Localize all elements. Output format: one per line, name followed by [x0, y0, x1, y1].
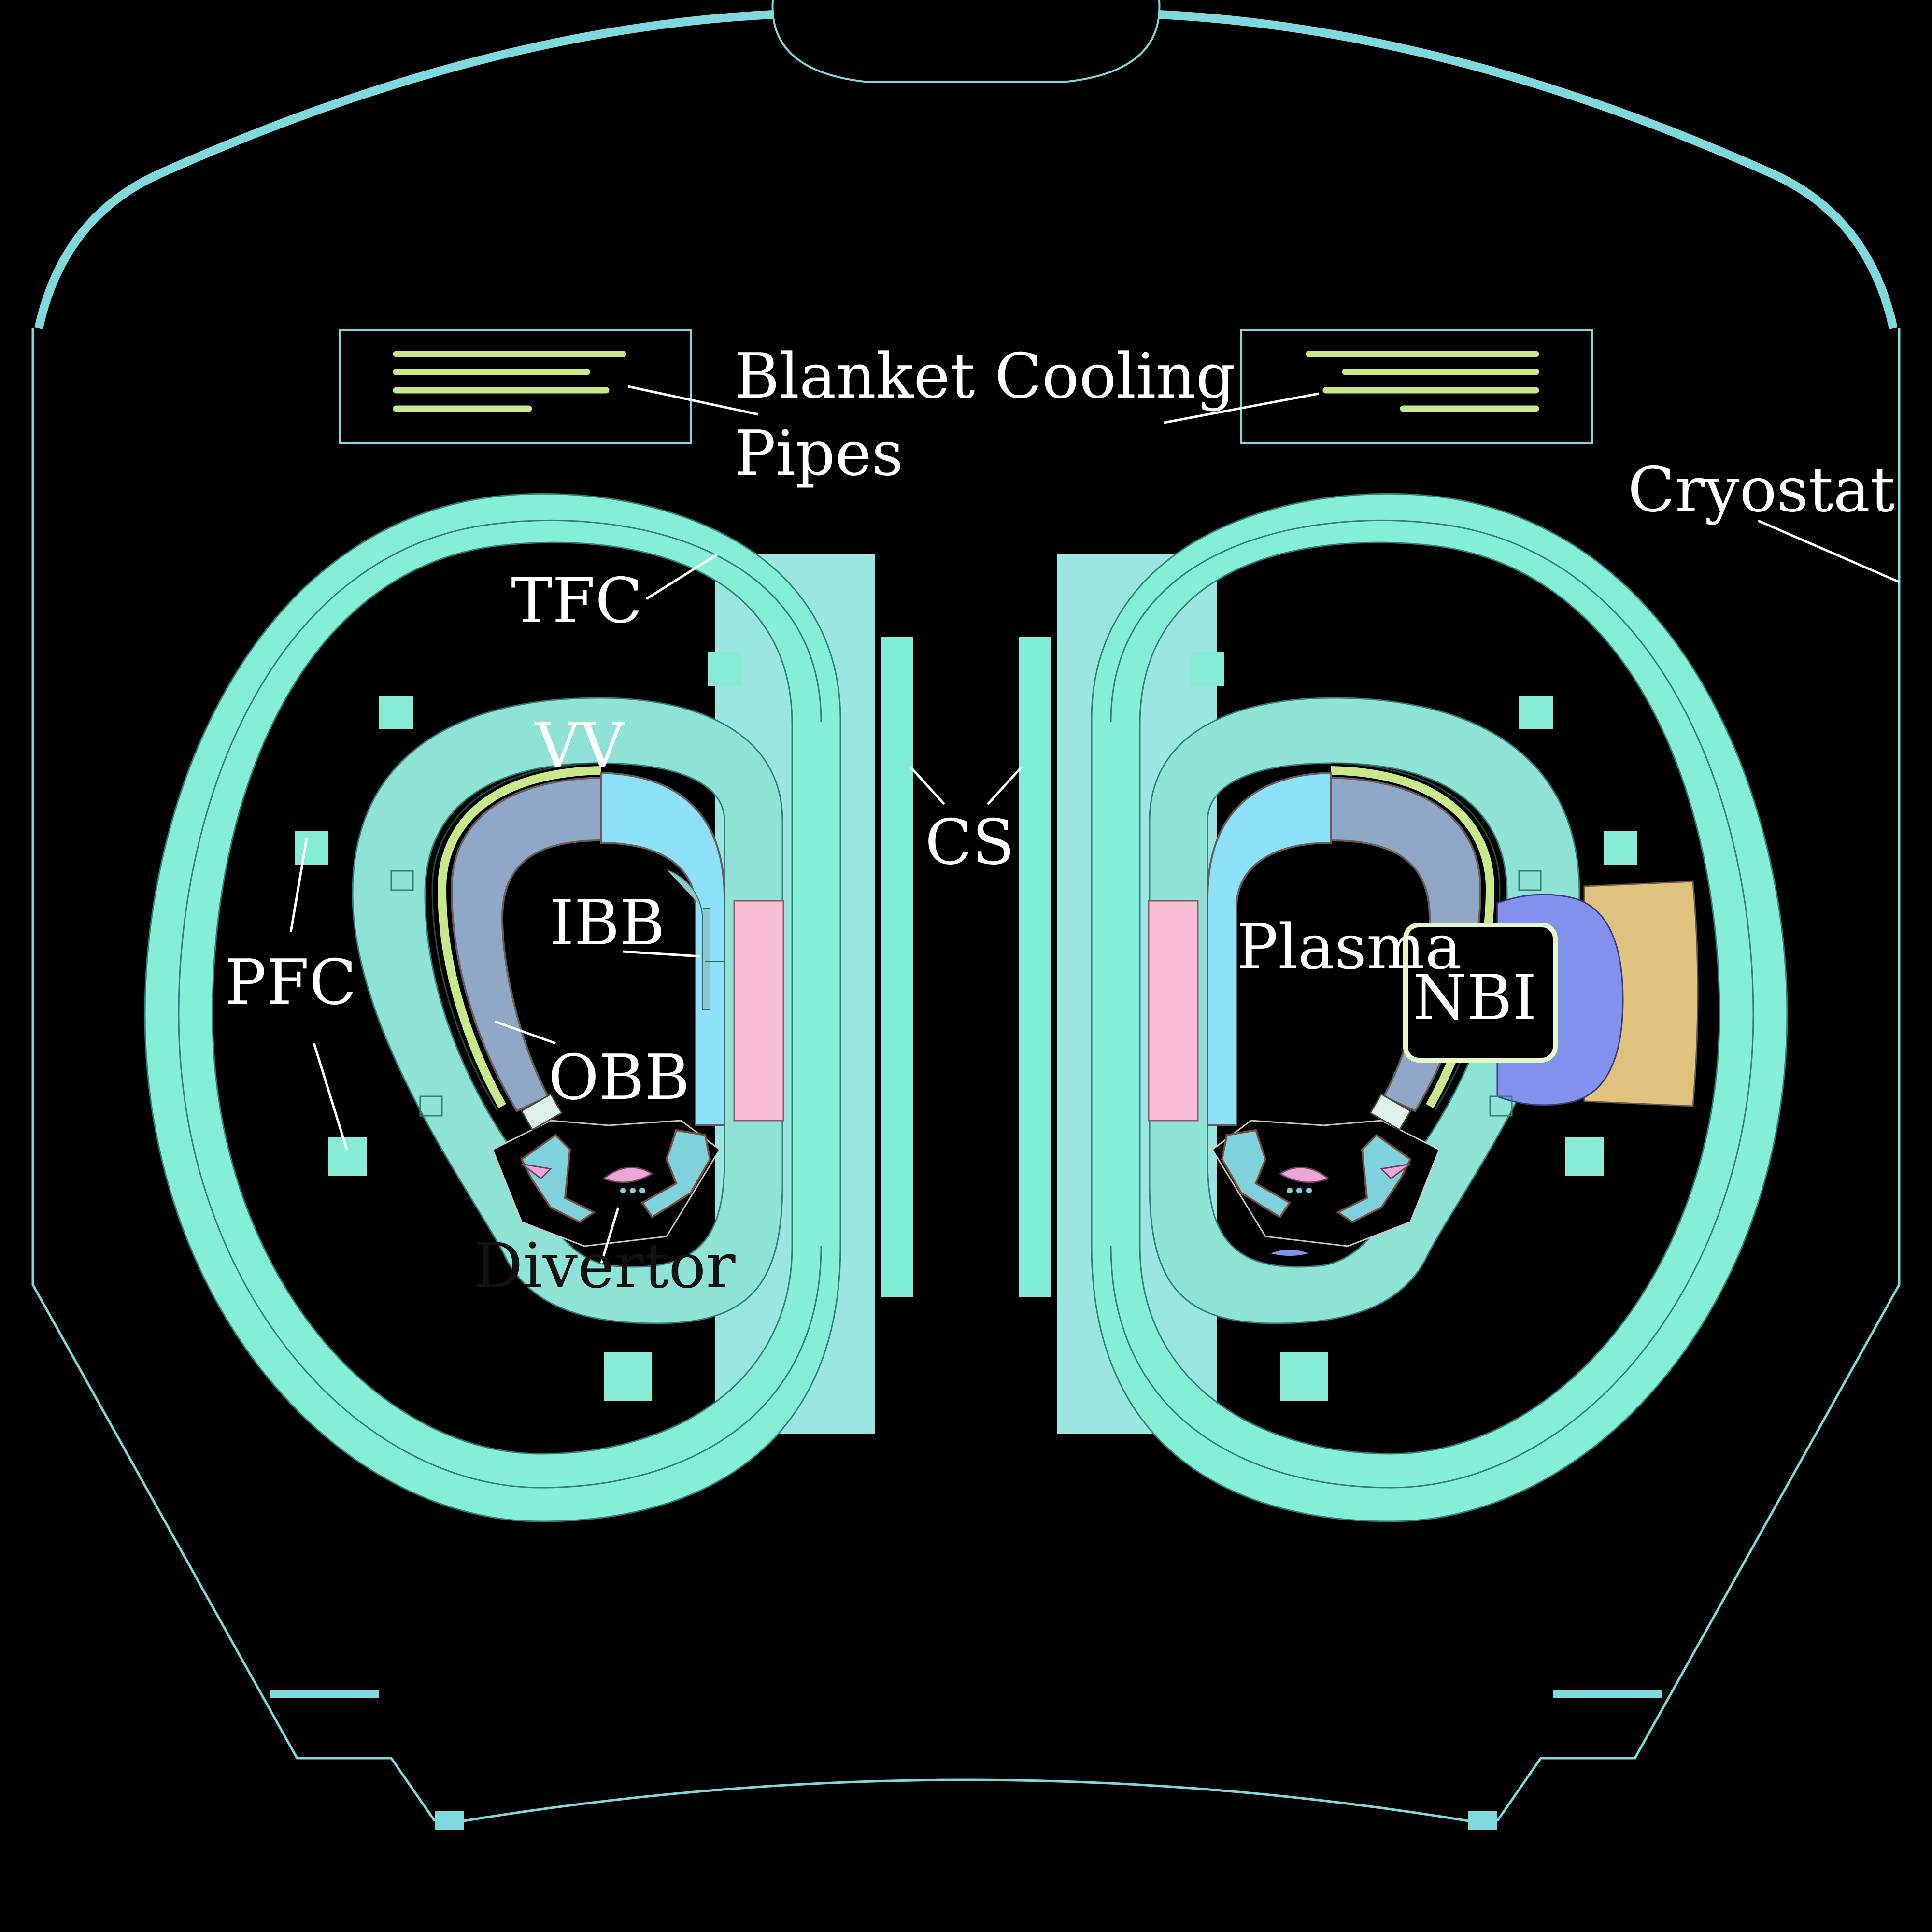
divertor-pipe — [639, 1188, 645, 1193]
cryostat-top-notch — [771, 0, 1161, 83]
pf-coil — [1519, 696, 1553, 729]
pf-coil — [328, 1137, 367, 1176]
blanket-layer-left — [437, 766, 602, 1108]
pf-coil — [604, 1352, 652, 1401]
blanket-layer-left-outline — [431, 762, 602, 1111]
cooling-pipe-box-right — [1240, 329, 1593, 444]
cryostat-left-shelf — [270, 1690, 379, 1698]
label-tfc: TFC — [511, 565, 642, 637]
label-divertor: Divertor — [473, 1230, 736, 1302]
label-vv: VV — [534, 710, 625, 782]
label-cs: CS — [925, 807, 1015, 879]
divertor-inboard-target — [641, 1129, 711, 1219]
label-blanket-cooling: Blanket Cooling — [734, 341, 1236, 412]
tf-coil-right-inner-line — [1110, 520, 1754, 1489]
divertor-right — [1211, 1093, 1440, 1256]
inboard-blanket-left — [600, 771, 725, 1126]
pf-coil — [379, 696, 413, 729]
vv-port-marker — [1518, 870, 1542, 891]
labels: Blanket Cooling Pipes Cryostat TFC VV CS… — [225, 341, 1895, 1302]
label-pipes: Pipes — [734, 418, 903, 490]
pf-coil — [1280, 1352, 1328, 1401]
pf-coil — [1604, 831, 1637, 865]
divertor-dome — [1279, 1166, 1330, 1183]
pink-shield-left — [733, 900, 784, 1122]
vv-port-marker — [419, 1095, 443, 1117]
pf-coil — [1191, 652, 1224, 686]
vv-port-marker — [1489, 1095, 1513, 1117]
central-solenoid-left — [881, 637, 913, 1297]
right-sector — [1057, 493, 1788, 1522]
central-solenoid-right — [1019, 637, 1051, 1297]
cryostat — [31, 0, 1901, 1830]
divertor-port-block — [520, 1093, 563, 1131]
leader-cs-right — [987, 766, 1023, 805]
divertor-pipe — [630, 1188, 636, 1193]
label-nbi: NBI — [1413, 962, 1537, 1034]
divertor-outboard-target — [1336, 1134, 1412, 1223]
label-ibb: IBB — [550, 887, 665, 959]
divertor-left — [492, 1093, 721, 1247]
label-plasma: Plasma — [1236, 911, 1462, 983]
tf-coil-left — [144, 493, 841, 1522]
leader-ibb — [623, 950, 701, 958]
leader-lines — [289, 385, 1900, 1264]
cryostat-right-shelf — [1553, 1690, 1662, 1698]
left-sector — [144, 493, 875, 1522]
pf-coil — [1565, 1137, 1604, 1176]
tf-coil-right — [1091, 493, 1788, 1522]
divertor-port-block — [1369, 1093, 1412, 1131]
divertor-pipe — [1306, 1188, 1312, 1193]
cryostat-left-wall — [31, 328, 436, 1822]
lower-port-feature — [1270, 1250, 1309, 1256]
divertor-dome — [602, 1166, 653, 1183]
cooling-pipes-left — [339, 329, 692, 444]
leader-blanket-right — [1164, 392, 1319, 424]
leader-obb — [495, 1020, 556, 1045]
pf-coil — [708, 652, 741, 686]
nbi-box — [1403, 923, 1558, 1063]
divertor-inboard-target — [1221, 1129, 1291, 1219]
divertor-outboard-target — [520, 1134, 596, 1223]
pf-coil — [295, 831, 328, 865]
cryostat-bottom-arc — [463, 1778, 1469, 1822]
leader-cs-left — [909, 766, 945, 805]
outboard-blanket-left — [450, 776, 602, 1112]
cryostat-right-foot — [1468, 1811, 1497, 1830]
cooling-pipes-right — [1240, 329, 1593, 444]
label-obb: OBB — [548, 1042, 690, 1114]
divertor-pipe — [620, 1188, 626, 1193]
cooling-pipe-box-left — [339, 329, 692, 444]
label-cryostat: Cryostat — [1628, 454, 1895, 526]
leader-blanket-left — [627, 385, 759, 416]
inboard-blanket-left-panel — [666, 869, 724, 1010]
vv-port-marker — [390, 870, 414, 891]
divertor-pink-baffle — [1379, 1163, 1411, 1179]
divertor-pipe — [1287, 1188, 1293, 1193]
divertor-pipe — [1296, 1188, 1302, 1193]
cryostat-upper-dome — [34, 10, 1898, 329]
leader-tfc — [645, 553, 718, 600]
cryostat-left-foot — [435, 1811, 464, 1830]
leader-cryostat — [1758, 519, 1900, 583]
leader-pfc-bottom — [313, 1043, 348, 1150]
pink-shield-right — [1148, 900, 1199, 1122]
label-pfc: PFC — [225, 947, 356, 1019]
leader-pfc-top — [289, 838, 308, 933]
cryostat-right-wall — [1496, 328, 1901, 1822]
inboard-blanket-right — [1207, 771, 1332, 1126]
divertor-pink-baffle — [521, 1163, 553, 1179]
tf-coil-left-inner-line — [178, 520, 822, 1489]
leader-divertor — [600, 1207, 620, 1264]
